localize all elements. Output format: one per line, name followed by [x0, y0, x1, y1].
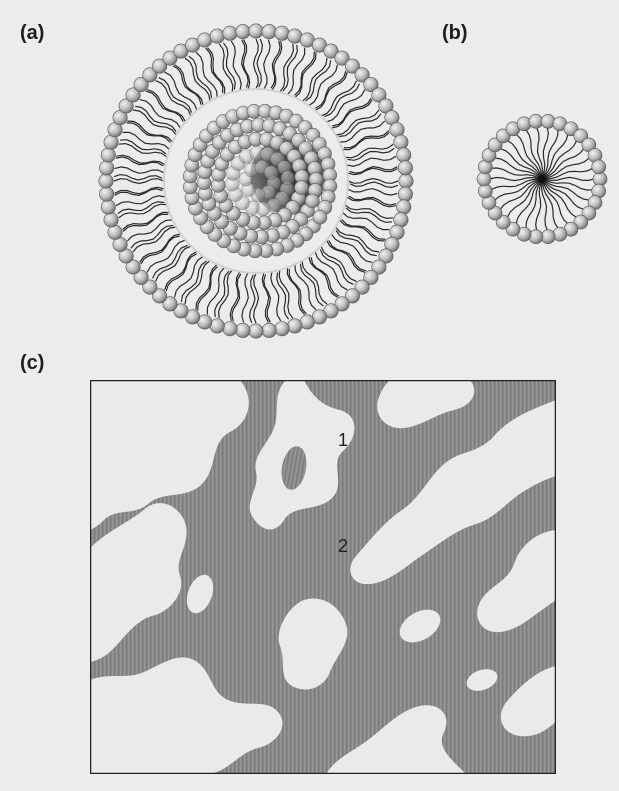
- lipid-head: [249, 24, 263, 38]
- lipid-head: [288, 29, 302, 43]
- lipid-head: [305, 194, 319, 208]
- lipid-tail: [231, 41, 241, 90]
- lipid-tail: [116, 196, 165, 206]
- lipid-tail: [348, 189, 398, 195]
- lipid-tail: [271, 272, 281, 321]
- lipid-head: [593, 172, 607, 186]
- lipid-head: [295, 181, 309, 195]
- lipid-tail: [495, 180, 540, 200]
- lipid-head: [223, 322, 237, 336]
- lipid-head: [517, 117, 531, 131]
- lipid-head: [101, 148, 115, 162]
- lipid-head: [101, 200, 115, 214]
- lipid-tail: [342, 220, 386, 240]
- lipid-tail: [264, 40, 270, 90]
- lipid-head: [262, 323, 276, 337]
- lipid-tail: [347, 156, 396, 166]
- lipid-head: [398, 161, 412, 175]
- lipid-head: [281, 171, 295, 185]
- lipid-head: [390, 123, 404, 137]
- lipid-head: [210, 319, 224, 333]
- lipid-tail: [156, 81, 191, 116]
- lipid-tail: [321, 81, 356, 116]
- lipid-head: [104, 135, 118, 149]
- lipid-head: [236, 323, 250, 337]
- lipid-head: [275, 322, 289, 336]
- lipid-head: [198, 33, 212, 47]
- lipid-head: [99, 174, 113, 188]
- lipid-tail: [336, 227, 379, 252]
- lipid-head: [108, 225, 122, 239]
- lipid-tail: [264, 275, 271, 323]
- lipid-head: [249, 324, 263, 338]
- lipid-tail: [115, 167, 165, 173]
- lipid-tail: [345, 205, 393, 219]
- lipid-head: [553, 227, 567, 241]
- lipid-head: [288, 319, 302, 333]
- panel-b-label: (b): [442, 22, 468, 45]
- lipid-head: [541, 114, 555, 128]
- lipid-head: [313, 210, 327, 224]
- lipid-head: [104, 213, 118, 227]
- lipid-head: [210, 29, 224, 43]
- lipid-tail: [127, 123, 171, 143]
- lipid-tail: [295, 52, 315, 96]
- lipid-tail: [219, 270, 233, 318]
- lipid-tail: [185, 261, 210, 304]
- region-label-1: 1: [338, 430, 348, 450]
- lipid-head: [398, 187, 412, 201]
- phase-domain-pattern: 1 2: [90, 380, 556, 774]
- panel-a-label: (a): [20, 22, 44, 45]
- lipid-tail: [545, 158, 590, 178]
- lipid-head: [399, 174, 413, 188]
- lipid-tail: [350, 167, 398, 174]
- lipid-head: [264, 166, 278, 180]
- lipid-tail: [321, 246, 356, 281]
- lipid-head: [223, 26, 237, 40]
- lipid-head: [529, 230, 543, 244]
- lipid-head: [478, 184, 492, 198]
- lipid-head: [394, 135, 408, 149]
- lipid-tail: [198, 267, 218, 311]
- lipid-tail: [280, 44, 294, 92]
- lipid-tail: [242, 273, 248, 323]
- lipid-head: [394, 213, 408, 227]
- lipid-head: [275, 26, 289, 40]
- lipid-head: [477, 172, 491, 186]
- lipid-head: [236, 24, 250, 38]
- lipid-head: [99, 187, 113, 201]
- lipid-tail: [242, 40, 249, 88]
- lipid-tail: [156, 246, 191, 281]
- lipid-tail: [536, 182, 542, 231]
- lipid-tail: [133, 110, 176, 135]
- micelle-center: [538, 175, 546, 183]
- vesicle-diagram: [88, 18, 424, 342]
- lipid-tail: [542, 127, 548, 176]
- lipid-tail: [119, 144, 167, 158]
- lipid-head: [99, 161, 113, 175]
- lipid-head: [300, 315, 314, 329]
- lipid-head: [397, 200, 411, 214]
- lipid-head: [592, 160, 606, 174]
- panel-c-label: (c): [20, 352, 44, 375]
- lipid-head: [262, 24, 276, 38]
- lipid-tail: [302, 58, 327, 101]
- lipid-tail: [115, 189, 163, 196]
- region-label-2: 2: [338, 536, 348, 556]
- lipid-head: [397, 148, 411, 162]
- micelle-diagram: [472, 112, 618, 246]
